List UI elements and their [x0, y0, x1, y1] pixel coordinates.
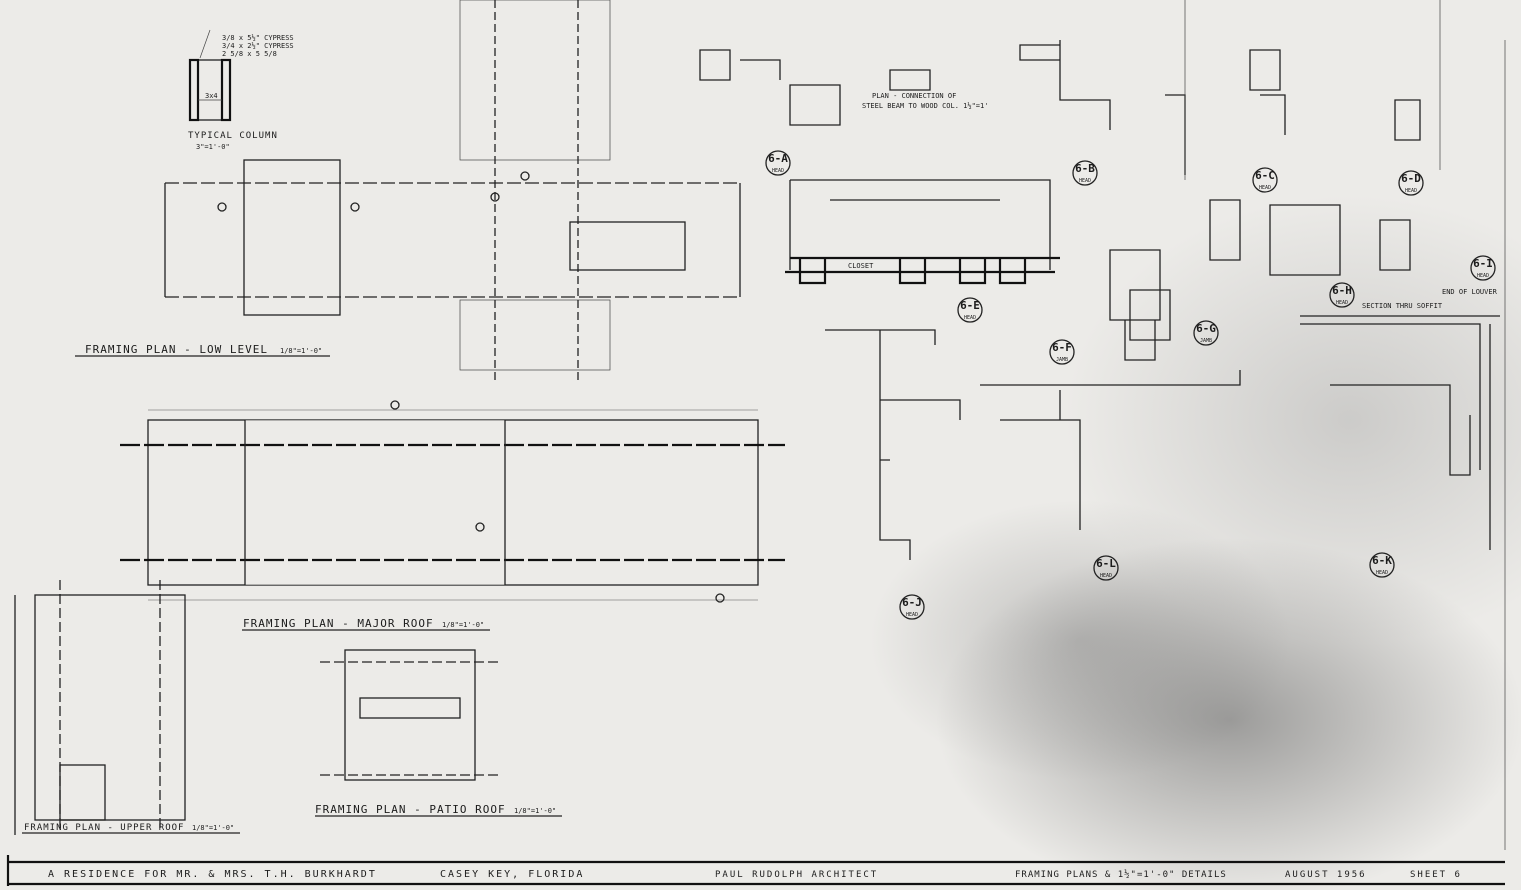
end-louver-label: END OF LOUVER: [1442, 288, 1498, 296]
drawing-date: AUGUST 1956: [1285, 870, 1367, 880]
typical-column-detail: 3/8 x 5½" CYPRESS 3/4 x 2½" CYPRESS 2 5/…: [188, 29, 294, 151]
marker-type: HEAD: [1477, 273, 1489, 279]
upper-roof-framing-plan: FRAMING PLAN - UPPER ROOF 1/8"=1'-0": [14, 580, 240, 835]
marker-circle: [1072, 160, 1098, 186]
column-note-2: 3/4 x 2½" CYPRESS: [222, 42, 294, 50]
project-name: A RESIDENCE FOR MR. & MRS. T.H. BURKHARD…: [48, 869, 377, 880]
details-cluster: PLAN - CONNECTION OF STEEL BEAM TO WOOD …: [699, 0, 1506, 850]
marker-type: HEAD: [1259, 185, 1271, 191]
architect-name: PAUL RUDOLPH ARCHITECT: [715, 870, 878, 880]
title-block: A RESIDENCE FOR MR. & MRS. T.H. BURKHARD…: [6, 855, 1505, 886]
marker-circle: [765, 150, 791, 176]
section-marker: 6-I HEAD: [1470, 255, 1496, 281]
marker-id: 6-H: [1332, 284, 1352, 297]
major-roof-framing-plan: FRAMING PLAN - MAJOR ROOF 1/8"=1'-0": [120, 400, 785, 631]
marker-circle: [1470, 255, 1496, 281]
marker-id: 6-J: [902, 596, 922, 609]
marker-id: 6-L: [1096, 557, 1116, 570]
section-marker: 6-F JAMB: [1049, 339, 1075, 365]
marker-circle: [1329, 282, 1355, 308]
marker-id: 6-I: [1473, 257, 1493, 270]
section-marker: 6-A HEAD: [765, 150, 791, 176]
section-marker: 6-J HEAD: [899, 594, 925, 620]
section-soffit-label: SECTION THRU SOFFIT: [1362, 302, 1443, 310]
connection-title-1: PLAN - CONNECTION OF: [872, 92, 956, 100]
sheet-number: SHEET 6: [1410, 870, 1462, 880]
marker-type: HEAD: [1079, 178, 1091, 184]
section-marker: 6-C HEAD: [1252, 167, 1278, 193]
connection-title-2: STEEL BEAM TO WOOD COL. 1½"=1': [862, 102, 988, 110]
section-marker: 6-G JAMB: [1193, 320, 1219, 346]
typical-column-title: TYPICAL COLUMN: [188, 131, 278, 141]
marker-type: HEAD: [964, 315, 976, 321]
marker-id: 6-E: [960, 299, 980, 312]
marker-type: HEAD: [1376, 570, 1388, 576]
low-level-title: FRAMING PLAN - LOW LEVEL: [85, 343, 268, 356]
major-roof-title: FRAMING PLAN - MAJOR ROOF: [243, 617, 434, 630]
marker-circle: [1369, 552, 1395, 578]
project-location: CASEY KEY, FLORIDA: [440, 869, 584, 880]
marker-id: 6-D: [1401, 172, 1421, 185]
section-marker: 6-E HEAD: [957, 297, 983, 323]
patio-roof-framing-plan: FRAMING PLAN - PATIO ROOF 1/8"=1'-0": [315, 649, 562, 817]
marker-id: 6-B: [1075, 162, 1095, 175]
section-marker: 6-D HEAD: [1398, 170, 1424, 196]
marker-id: 6-C: [1255, 169, 1275, 182]
section-marker: 6-H HEAD: [1329, 282, 1355, 308]
section-markers: 6-A HEAD 6-B HEAD 6-C HEAD 6-D HEAD 6-E HEAD 6-F JA…: [765, 150, 1496, 620]
column-note-1: 3/8 x 5½" CYPRESS: [222, 34, 294, 42]
upper-roof-title: FRAMING PLAN - UPPER ROOF: [24, 823, 184, 833]
section-marker: 6-K HEAD: [1369, 552, 1395, 578]
marker-id: 6-K: [1372, 554, 1392, 567]
marker-circle: [1193, 320, 1219, 346]
section-marker: 6-B HEAD: [1072, 160, 1098, 186]
marker-type: HEAD: [1336, 300, 1348, 306]
marker-type: HEAD: [1405, 188, 1417, 194]
column-member: 3x4: [205, 92, 218, 100]
marker-type: HEAD: [1100, 573, 1112, 579]
marker-type: HEAD: [772, 168, 784, 174]
low-level-framing-plan: FRAMING PLAN - LOW LEVEL 1/8"=1'-0": [75, 0, 741, 380]
upper-roof-scale: 1/8"=1'-0": [192, 824, 234, 832]
column-note-3: 2 5/8 x 5 5/8: [222, 50, 277, 58]
marker-type: JAMB: [1200, 338, 1212, 344]
sheet-title: FRAMING PLANS & 1½"=1'-0" DETAILS: [1015, 869, 1227, 880]
marker-type: HEAD: [906, 612, 918, 618]
marker-circle: [1398, 170, 1424, 196]
marker-id: 6-A: [768, 152, 788, 165]
marker-circle: [1093, 555, 1119, 581]
marker-circle: [1252, 167, 1278, 193]
marker-circle: [1049, 339, 1075, 365]
patio-roof-title: FRAMING PLAN - PATIO ROOF: [315, 803, 506, 816]
marker-id: 6-G: [1196, 322, 1216, 335]
typical-column-scale: 3"=1'-0": [196, 143, 230, 151]
marker-circle: [957, 297, 983, 323]
major-roof-scale: 1/8"=1'-0": [442, 621, 484, 629]
low-level-scale: 1/8"=1'-0": [280, 347, 322, 355]
marker-type: JAMB: [1056, 357, 1068, 363]
patio-roof-scale: 1/8"=1'-0": [514, 807, 556, 815]
section-marker: 6-L HEAD: [1093, 555, 1119, 581]
marker-id: 6-F: [1052, 341, 1072, 354]
marker-circle: [899, 594, 925, 620]
closet-label: CLOSET: [848, 262, 874, 270]
